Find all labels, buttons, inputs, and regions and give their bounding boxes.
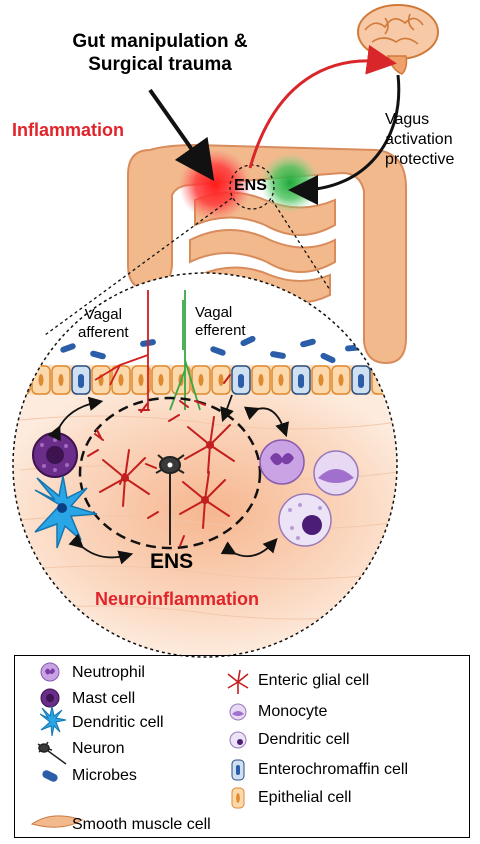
neutrophil-icon [259,439,305,485]
vagal-afferent-line1: Vagal [84,306,122,323]
dendritic-cell-round-icon [278,493,332,547]
legend-dendritic-round-icon [229,731,247,749]
microbes [60,335,361,364]
legend-dendritic-round: Dendritic cell [258,731,350,748]
legend-dendritic-cell-icon [39,705,67,737]
legend-enteric-glial-icon [227,669,249,694]
vagus-line2: activation [385,131,453,148]
trauma-arrow [148,88,215,182]
legend-monocyte-icon [229,703,247,721]
vagus-efferent-arrow [288,74,401,205]
legend-dendritic-cell: Dendritic cell [72,714,164,731]
zoom-circle [12,272,398,658]
legend-icons [30,662,249,828]
legend-mast-cell-icon [40,688,60,708]
legend-neutrophil-icon [40,662,60,682]
inflammation-label: Inflammation [12,120,125,140]
vagus-line1: Vagus [385,111,430,128]
legend-microbes: Microbes [72,767,137,784]
vagus-label: Vagus activation protective [385,110,454,170]
legend-enterochromaffin: Enterochromaffin cell [258,761,408,778]
vagal-afferent-fiber [94,290,149,410]
legend-neutrophil: Neutrophil [72,664,145,681]
legend-epithelial-icon [231,787,245,809]
afferent-arrow [248,44,397,169]
legend-smooth-muscle-icon [30,815,84,828]
neuroinflammation-label: Neuroinflammation [95,589,260,609]
protective-glow [260,153,320,213]
legend-microbes-icon [42,770,58,782]
ens-bottom-label: ENS [150,550,194,573]
vagal-efferent-label: Vagal efferent [195,304,246,340]
vagal-efferent-fiber [169,290,201,411]
vagal-afferent-line2: afferent [78,324,129,341]
legend-smooth-muscle: Smooth muscle cell [72,816,211,833]
legend-neuron: Neuron [72,740,125,757]
dendritic-cell-icon [34,475,98,549]
legend-monocyte: Monocyte [258,703,328,720]
zoom-line-left [44,197,233,336]
header-line2: Surgical trauma [88,54,232,75]
legend-box [14,655,470,838]
monocyte-icon [313,450,359,496]
legend-enteric-glial: Enteric glial cell [258,672,370,689]
brain-icon [357,4,439,75]
vagus-line3: protective [385,151,455,168]
legend-epithelial: Epithelial cell [258,789,352,806]
legend-mast-cell: Mast cell [72,690,136,707]
interaction-arrows [47,394,289,565]
neuron-icon [155,454,185,545]
ens-top-label: ENS [234,177,267,194]
header-line1: Gut manipulation & [72,31,248,52]
mast-cell-icon [32,432,78,478]
legend-neuron-icon [37,741,67,765]
ens-ellipse [78,396,262,550]
enteric-glial-cells [87,374,235,547]
legend-enterochromaffin-icon [231,759,245,781]
header-title: Gut manipulation & Surgical trauma [40,30,280,76]
vagal-efferent-line2: efferent [195,322,246,339]
vagal-efferent-line1: Vagal [195,304,233,321]
vagal-afferent-label: Vagal afferent [78,306,129,342]
